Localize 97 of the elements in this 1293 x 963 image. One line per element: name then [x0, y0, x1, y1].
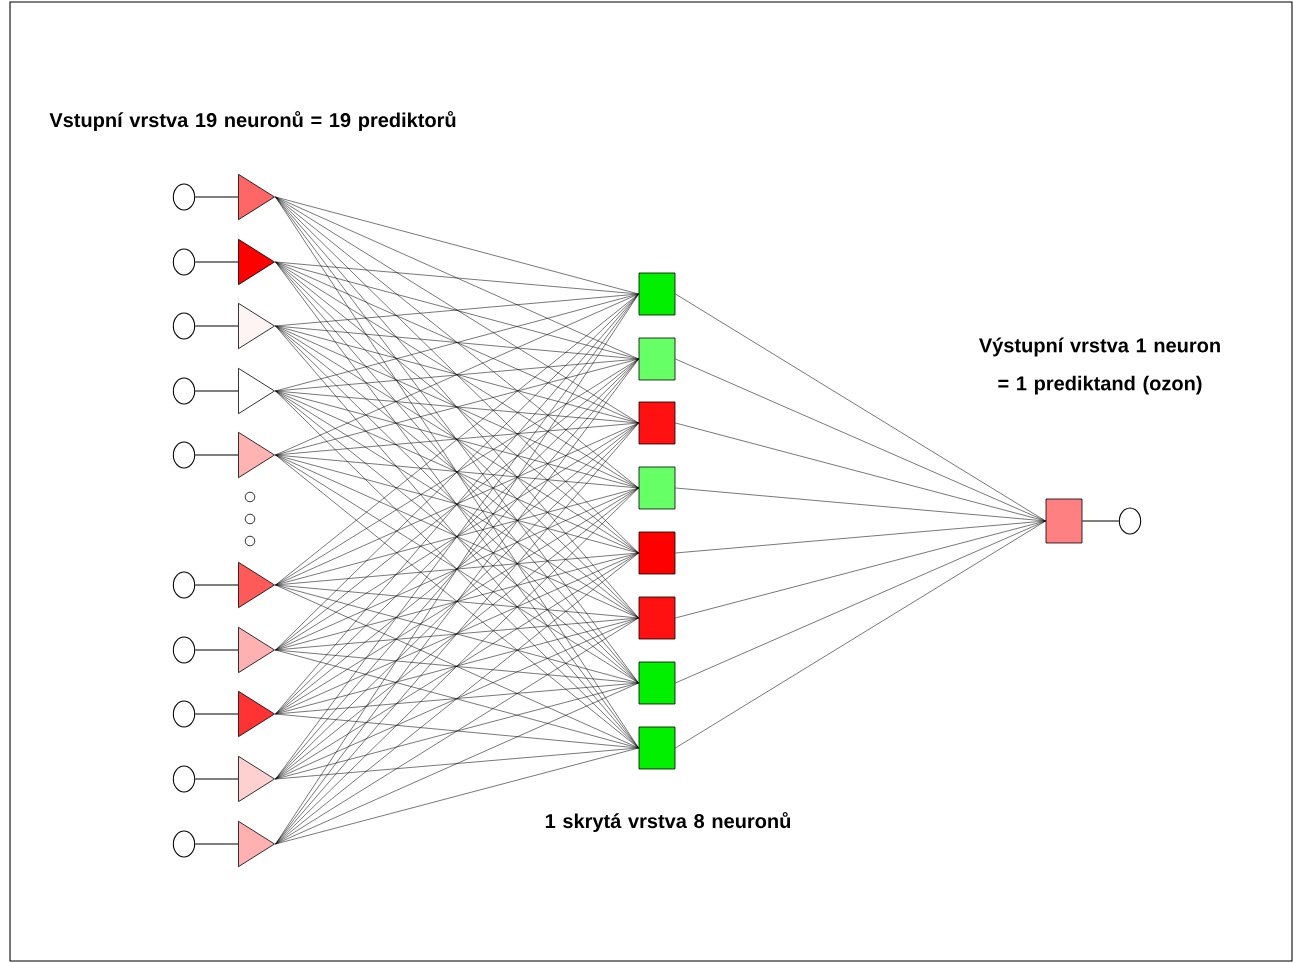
connector-line [275, 682, 639, 845]
connector-line [194, 390, 239, 392]
neuron-circle [172, 830, 196, 858]
connector-line [275, 617, 639, 780]
connector-line [275, 487, 639, 845]
connector-line [675, 520, 1046, 684]
connector-line [194, 325, 239, 327]
connector-line [275, 682, 639, 715]
connector-line [275, 358, 639, 586]
neuron-square [638, 337, 676, 381]
neuron-circle [172, 765, 196, 793]
neuron-circle [172, 312, 196, 340]
connector-line [275, 454, 639, 554]
connector-line [275, 422, 639, 651]
connector-line [275, 261, 639, 489]
connector-line [275, 747, 639, 780]
connector-line [675, 422, 1046, 522]
input-neuron-triangle [238, 173, 275, 221]
neuron-square [638, 531, 676, 575]
connector-line [194, 713, 239, 715]
connector-line [275, 293, 639, 651]
input-neuron-triangle [238, 626, 275, 674]
input-neuron-triangle [238, 238, 275, 286]
connector-line [275, 358, 639, 392]
connector-line [275, 390, 639, 619]
connector-line [275, 358, 639, 715]
connector-line [675, 520, 1046, 619]
neuron-circle [172, 441, 196, 469]
neuron-square [638, 726, 676, 770]
connector-line [275, 552, 639, 845]
connector-line [275, 261, 639, 360]
connector-line [275, 552, 639, 715]
input-neuron-triangle [238, 367, 275, 415]
connector-line [275, 584, 639, 749]
connector-line [275, 584, 639, 619]
connector-line [194, 196, 239, 198]
neuron-square [1045, 498, 1083, 544]
connector-line [194, 778, 239, 780]
connector-line [275, 454, 639, 489]
connector-line [275, 552, 639, 586]
connector-line [275, 649, 639, 749]
neuron-circle [172, 248, 196, 276]
connector-line [275, 390, 639, 489]
connector-line [275, 617, 639, 651]
input-neuron-triangle [238, 561, 275, 609]
input-neuron-triangle [238, 755, 275, 803]
neuron-square [638, 661, 676, 705]
connector-line [275, 617, 639, 845]
connector-line [194, 261, 239, 263]
connector-line [275, 390, 639, 424]
input-neuron-triangle [238, 690, 275, 738]
neuron-circle [172, 700, 196, 728]
connector-line [275, 325, 639, 360]
neuron-square [638, 401, 676, 445]
connector-line [275, 454, 639, 684]
connector-line [275, 325, 639, 554]
connector-line [275, 422, 639, 780]
connector-line [194, 454, 239, 456]
neuron-square [638, 596, 676, 640]
layer-heading: Výstupní vrstva 1 neuron = 1 prediktand (ozon) [979, 337, 1220, 395]
connector-line [275, 422, 639, 586]
connector-line [675, 487, 1046, 522]
connector-line [275, 747, 639, 845]
connector-line [275, 649, 639, 684]
neuron-circle [1118, 507, 1142, 535]
connector-line [275, 584, 639, 684]
connector-line [275, 487, 639, 651]
connector-line [275, 293, 639, 456]
neuron-square [638, 466, 676, 510]
input-neuron-triangle [238, 431, 275, 479]
connector-line [194, 584, 239, 586]
connector-line [675, 293, 1046, 522]
connector-line [194, 843, 239, 845]
neuron-circle [172, 571, 196, 599]
connector-line [275, 325, 639, 424]
neuron-circle [172, 377, 196, 405]
connector-line [275, 196, 639, 424]
layer-heading: Vstupní vrstva 19 neuronů = 19 prediktorů [49, 110, 456, 132]
connector-line [675, 520, 1046, 554]
connector-line [675, 358, 1046, 522]
layer-heading: 1 skrytá vrstva 8 neuronů [545, 811, 791, 833]
input-neuron-triangle [238, 820, 275, 868]
connector-line [275, 196, 639, 295]
connector-line [275, 713, 639, 749]
connector-line [675, 520, 1046, 749]
connector-line [275, 293, 639, 327]
connector-line [275, 261, 639, 295]
neuron-circle [172, 183, 196, 211]
connector-line [1081, 520, 1120, 522]
neuron-square [638, 272, 676, 316]
connector-line [275, 422, 639, 456]
connector-line [275, 454, 639, 749]
connector-line [275, 487, 639, 715]
input-neuron-triangle [238, 302, 275, 350]
connector-line [194, 649, 239, 651]
connector-line [275, 552, 639, 780]
neuron-circle [172, 636, 196, 664]
